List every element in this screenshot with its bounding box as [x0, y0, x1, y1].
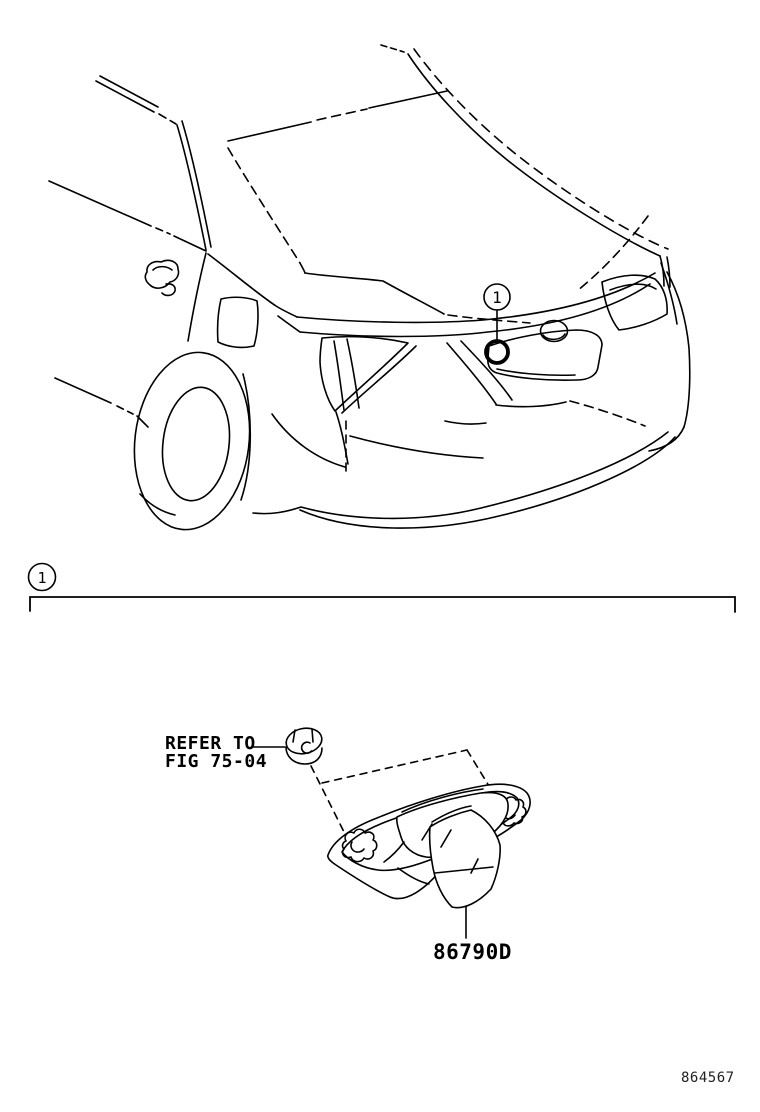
- grommet-hole: [300, 741, 313, 754]
- camera-location-marker: [484, 339, 510, 365]
- camera-body: [428, 805, 501, 909]
- figure-code: 864567: [681, 1070, 735, 1086]
- right-tail-lamp: [601, 274, 668, 331]
- refer-note-line2: FIG 75-04: [165, 750, 268, 772]
- license-plate-recess: [487, 329, 603, 381]
- near-c-pillar: [176, 120, 306, 274]
- screw-grommet: [285, 727, 323, 765]
- rear-window: [304, 215, 649, 324]
- refer-note-line1: REFER TO: [165, 733, 256, 754]
- rear-bumper: [252, 411, 676, 529]
- section-bracket: [29, 596, 736, 613]
- callout-1-balloon[interactable]: 1: [483, 283, 511, 311]
- far-c-pillar: [380, 44, 669, 257]
- section-callout-1-number: 1: [37, 569, 46, 587]
- beltline: [48, 180, 301, 342]
- roof-line: [95, 75, 448, 142]
- section-callout-1-balloon[interactable]: 1: [27, 562, 57, 592]
- alignment-dashed-lines: [310, 749, 490, 833]
- fuel-door: [216, 296, 259, 349]
- mounting-hole-left: [341, 828, 378, 863]
- rear-wheel: [133, 351, 252, 531]
- refer-note[interactable]: REFER TO FIG 75-04: [165, 735, 267, 770]
- part-number-label[interactable]: 86790D: [433, 940, 512, 964]
- door-handle: [144, 259, 180, 297]
- camera-assembly-drawing: [251, 727, 531, 939]
- right-rear-corner: [648, 255, 691, 452]
- callouts: 1 1: [27, 283, 736, 613]
- left-tail-lamp: [319, 335, 417, 414]
- car-rear-line-art: [48, 44, 691, 531]
- rocker-panel: [54, 377, 176, 516]
- callout-1-number: 1: [492, 288, 502, 307]
